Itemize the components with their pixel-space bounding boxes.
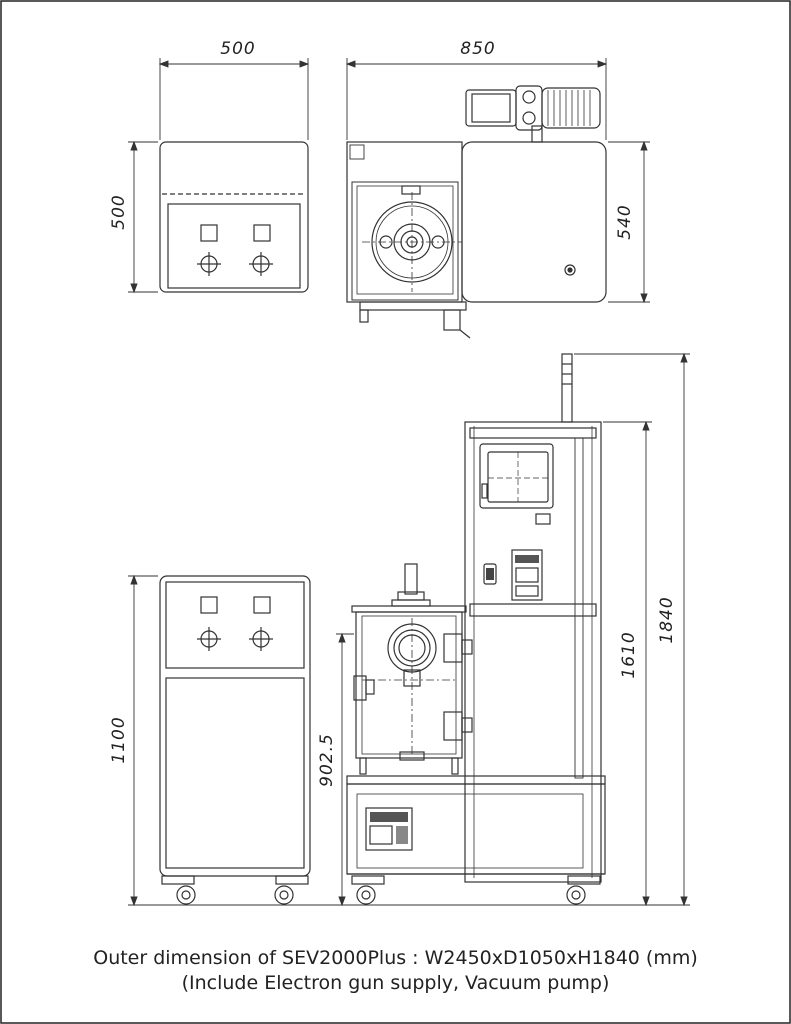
touch-panel (479, 443, 554, 509)
vacuum-pump-top (465, 85, 601, 143)
cabinet-top-knob-right (249, 252, 273, 276)
dimension-cabinet-width (158, 58, 310, 140)
label-frame-height: 1610 (619, 631, 639, 678)
cabinet-front-knob-right (249, 627, 273, 651)
cabinet-caster-left (161, 875, 196, 905)
caption-line-1: Outer dimension of SEV2000Plus : W2450xD… (93, 947, 698, 969)
main-unit-front-view (346, 353, 606, 905)
label-total-height: 1840 (657, 596, 677, 643)
cabinet-top-switch-left (200, 224, 218, 242)
cabinet-front-switch-left (200, 596, 218, 614)
cabinet-front-view (159, 575, 311, 905)
dimension-chamber-height (336, 632, 354, 907)
label-cabinet-height: 1100 (109, 716, 129, 763)
caption-line-2: (Include Electron gun supply, Vacuum pum… (181, 972, 610, 994)
dimension-main-depth (608, 140, 650, 304)
dimension-cabinet-height (128, 574, 158, 907)
cabinet-front-switch-right (253, 596, 271, 614)
caption: Outer dimension of SEV2000Plus : W2450xD… (0, 946, 791, 996)
label-main-width: 850 (460, 39, 495, 59)
dimension-total-height (574, 352, 690, 907)
dimension-frame-height (603, 420, 652, 907)
label-main-depth: 540 (615, 204, 635, 239)
cabinet-top-switch-right (253, 224, 271, 242)
power-supply-unit (365, 807, 413, 851)
label-cabinet-depth: 500 (109, 194, 129, 229)
cabinet-top-knob-left (197, 252, 221, 276)
dimension-cabinet-depth (128, 140, 158, 294)
label-chamber-height: 902.5 (317, 733, 337, 787)
main-caster-right (566, 875, 601, 905)
vacuum-chamber (351, 563, 473, 775)
cabinet-caster-right (274, 875, 309, 905)
signal-tower (561, 353, 573, 423)
main-unit-top-view (346, 85, 607, 339)
chamber-flange-top (362, 192, 462, 292)
cabinet-front-knob-left (197, 627, 221, 651)
label-cabinet-width: 500 (220, 39, 255, 59)
dimension-main-width (345, 58, 608, 140)
cabinet-top-view (159, 141, 309, 293)
main-caster-left (351, 875, 385, 905)
